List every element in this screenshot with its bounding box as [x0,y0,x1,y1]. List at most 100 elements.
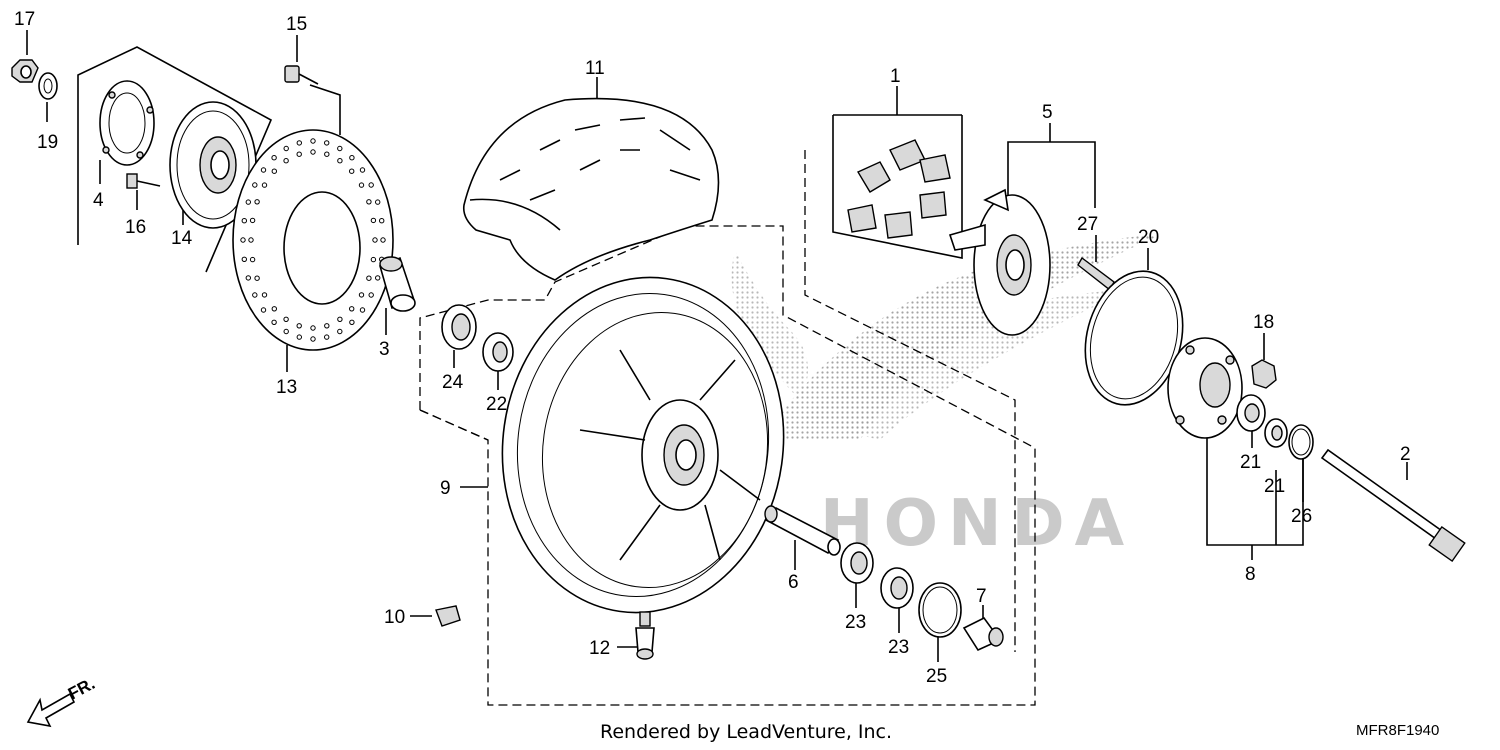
callout-8: 8 [1245,564,1256,585]
disc-hole [249,217,256,224]
disc-hole [380,237,386,243]
callout-27: 27 [1077,214,1098,235]
part-21-bearing-a [1236,394,1266,432]
disc-hole [349,319,355,325]
disc-hole [337,328,343,335]
callout-7: 7 [976,586,987,607]
disc-hole [324,323,330,329]
callout-18: 18 [1253,312,1274,333]
disc-hole [261,182,268,188]
disc-hole [379,218,385,224]
disc-hole [283,316,289,322]
part-14-pulser [169,101,257,229]
disc-hole [368,182,374,188]
callout-4: 4 [93,190,104,211]
callout-6: 6 [788,572,799,593]
forward-direction: FR. [26,674,98,728]
callout-19: 19 [37,132,58,153]
part-7-collar [962,616,1004,652]
part-13-brake-disc [232,129,394,351]
disc-hole [324,334,330,340]
part-20-circlip [1084,270,1184,406]
disc-hole [260,307,267,313]
part-10-balance-weight [435,605,461,627]
disc-hole [296,151,302,157]
callout-14: 14 [171,228,193,249]
disc-hole [254,275,260,281]
part-9-rear-wheel [501,276,785,614]
disc-hole [245,199,252,205]
disc-hole [241,218,248,224]
disc-hole [252,292,258,298]
part-26-o-ring [1288,424,1314,460]
disc-hole [252,182,258,188]
disc-hole [283,328,289,335]
part-12-valve [635,611,655,660]
callout-12: 12 [589,638,610,659]
callout-20: 20 [1138,227,1159,248]
disc-hole [349,306,355,312]
disc-hole [370,217,377,224]
diagram-code: MFR8F1940 [1356,722,1439,739]
honda-wing-logo [731,235,1160,440]
disc-hole [310,336,316,342]
disc-hole [254,199,260,205]
disc-hole [240,237,246,243]
callout-21b: 21 [1264,476,1285,497]
disc-hole [337,145,343,152]
part-22-bearing [482,332,514,372]
disc-hole [375,275,381,281]
callout-23a: 23 [845,612,866,633]
part-1-damper-rubber [847,139,951,239]
honda-watermark-text: HONDA [820,487,1134,561]
disc-hole [296,140,302,146]
disc-hole [271,168,277,174]
disc-hole [310,138,316,144]
part-17-nut [11,59,39,83]
forward-arrow-icon [26,692,76,728]
disc-hole [337,158,343,164]
disc-hole [248,237,254,243]
disc-hole [271,306,277,312]
part-19-washer [38,72,58,100]
callout-5: 5 [1042,102,1053,123]
disc-hole [324,140,330,146]
disc-hole [337,316,343,322]
part-5-driven-flange [948,188,1051,336]
disc-hole [372,237,378,243]
part-6-distance-collar [764,505,841,556]
disc-hole [375,199,381,205]
callout-17: 17 [14,9,35,30]
footer-credit: Rendered by LeadVenture, Inc. [600,721,892,743]
callout-11: 11 [585,58,605,79]
disc-hole [359,307,366,313]
callout-1: 1 [890,66,901,87]
callout-labels: 1 2 3 4 5 6 7 8 9 10 11 12 13 14 15 16 1… [14,9,1411,687]
disc-hole [296,323,302,329]
disc-hole [283,145,289,152]
part-2-rear-axle [1320,448,1466,563]
callout-9: 9 [440,478,451,499]
part-24-bearing [441,304,477,350]
callout-24: 24 [442,372,464,393]
callout-16: 16 [125,217,146,238]
callout-2: 2 [1400,444,1411,465]
disc-hole [283,158,289,164]
disc-hole [261,292,268,298]
callout-3: 3 [379,339,390,360]
disc-hole [349,168,355,174]
disc-hole [249,256,256,263]
part-21-bearing-b [1264,418,1288,448]
disc-hole [310,325,316,331]
callout-21a: 21 [1240,452,1261,473]
disc-hole [366,275,372,281]
disc-hole [310,149,316,155]
part-4-ring [99,80,155,166]
disc-hole [358,182,365,188]
part-18-nut [1251,359,1277,389]
part-3-collar [379,256,416,312]
part-23-bearing-a [840,542,874,584]
disc-hole [296,334,302,340]
disc-hole [370,256,377,263]
